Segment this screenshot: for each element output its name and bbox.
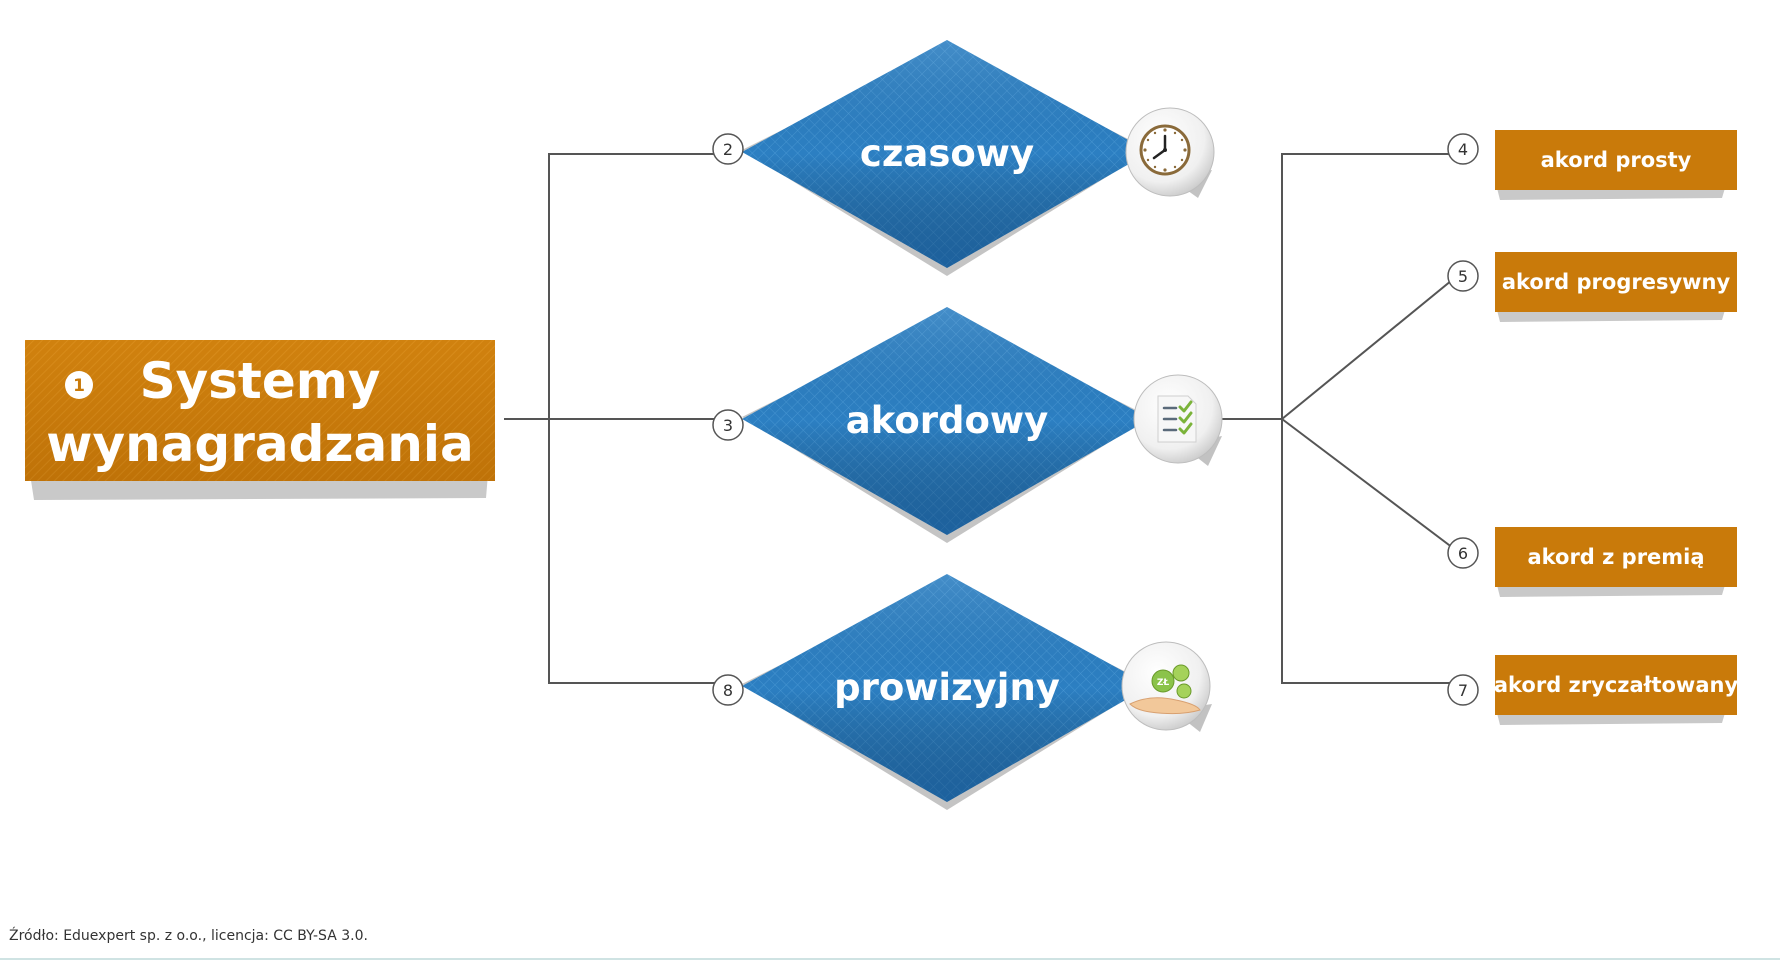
root-number: 1 [73, 376, 85, 396]
number-badge-7: 7 [1447, 674, 1479, 706]
connector-branch-bracket [548, 153, 723, 684]
connector-leaf-bracket [1281, 153, 1457, 684]
leaf-box [1495, 655, 1737, 715]
leaf-label: akord prosty [1541, 148, 1692, 172]
money-hand-icon: ZŁ [1121, 641, 1212, 732]
connector-leaf-6 [1281, 418, 1458, 552]
branch-prowizyjny: prowizyjny [742, 574, 1150, 810]
leaf-akord-zryczaltowany: akord zryczałtowany [1494, 655, 1739, 725]
leaf-akord-prosty: akord prosty [1495, 130, 1737, 200]
leaf-akord-z-premia: akord z premią [1495, 527, 1737, 597]
leaf-label: akord zryczałtowany [1494, 673, 1739, 697]
bottom-divider [0, 958, 1780, 960]
svg-text:7: 7 [1458, 681, 1468, 700]
root-title-line1: Systemy [140, 352, 381, 410]
leaf-label: akord progresywny [1502, 270, 1731, 294]
number-badges: 2 3 8 4 5 6 7 [712, 133, 1479, 706]
source-caption: Źródło: Eduexpert sp. z o.o., licencja: … [9, 928, 368, 944]
branch-label: prowizyjny [834, 666, 1060, 709]
root-number-badge [65, 371, 93, 399]
number-badge-2: 2 [712, 133, 744, 165]
branch-akordowy: akordowy [742, 307, 1150, 543]
leaf-box [1495, 130, 1737, 190]
svg-text:3: 3 [723, 416, 733, 435]
number-badge-5: 5 [1447, 260, 1479, 292]
leaf-box [1495, 527, 1737, 587]
svg-text:2: 2 [723, 140, 733, 159]
root-node: 1 Systemy wynagradzania [25, 340, 495, 500]
checklist-icon [1133, 374, 1223, 466]
number-badge-8: 8 [712, 674, 744, 706]
branch-czasowy: czasowy [742, 40, 1150, 276]
svg-text:8: 8 [723, 681, 733, 700]
leaf-box [1495, 252, 1737, 312]
branch-label: czasowy [860, 132, 1034, 175]
connectors [504, 153, 1458, 684]
coin-label: ZŁ [1157, 678, 1170, 688]
svg-text:5: 5 [1458, 267, 1468, 286]
leaf-label: akord z premią [1527, 545, 1704, 569]
number-badge-6: 6 [1447, 537, 1479, 569]
branch-label: akordowy [846, 399, 1048, 442]
root-title-line2: wynagradzania [46, 415, 473, 473]
clock-icon [1125, 107, 1215, 198]
number-badge-4: 4 [1447, 133, 1479, 165]
connector-leaf-5 [1281, 275, 1458, 420]
leaf-akord-progresywny: akord progresywny [1495, 252, 1737, 322]
svg-text:6: 6 [1458, 544, 1468, 563]
number-badge-3: 3 [712, 409, 744, 441]
svg-text:4: 4 [1458, 140, 1468, 159]
